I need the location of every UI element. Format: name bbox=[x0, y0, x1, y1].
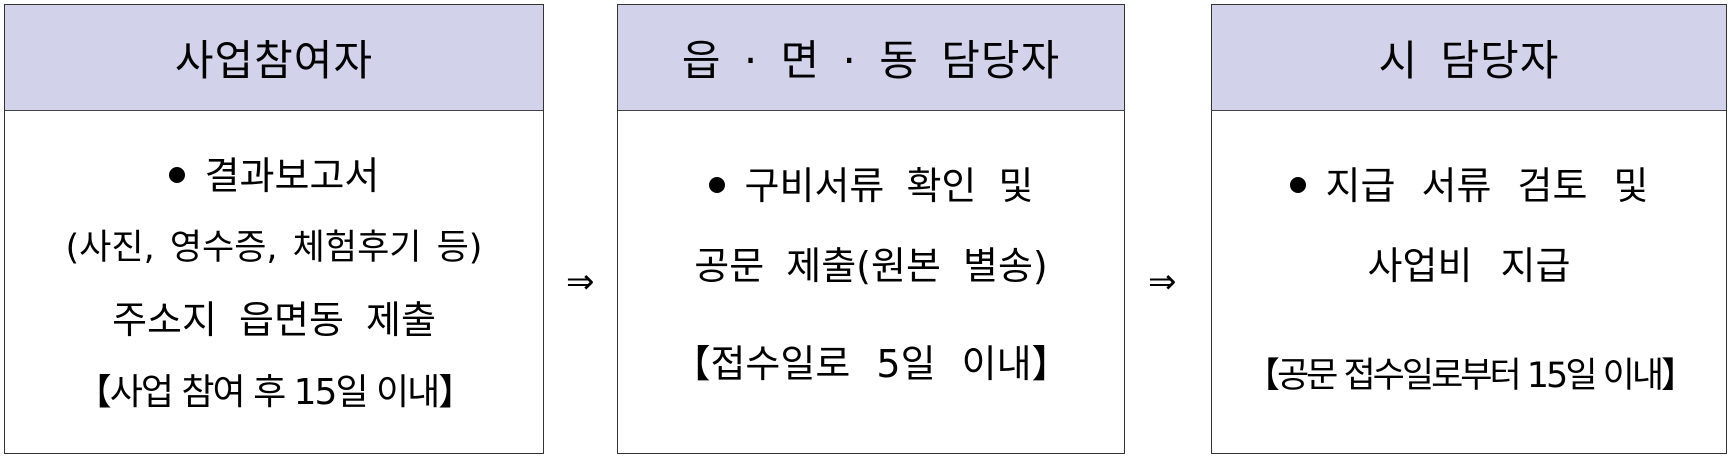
step-deadline: 【접수일로 5일 이내】 bbox=[672, 342, 1070, 386]
step-body-city-officer: 지급 서류 검토 및 사업비 지급 【공문 접수일로부터 15일 이내】 bbox=[1212, 111, 1726, 453]
step-line: 지급 서류 검토 및 bbox=[1212, 155, 1726, 210]
bullet-icon bbox=[708, 176, 725, 193]
step-line: 결과보고서 bbox=[5, 145, 543, 200]
step-line: 구비서류 확인 및 bbox=[618, 155, 1124, 210]
step-line-text: 구비서류 확인 및 bbox=[744, 164, 1034, 208]
step-line: 주소지 읍면동 제출 bbox=[112, 298, 436, 342]
step-line: (사진, 영수증, 체험후기 등) bbox=[65, 228, 483, 268]
step-deadline: 【사업 참여 후 15일 이내】 bbox=[75, 372, 475, 413]
step-header-participant: 사업참여자 bbox=[5, 5, 543, 111]
step-line: 공문 제출(원본 별송) bbox=[694, 244, 1048, 288]
step-body-district-officer: 구비서류 확인 및 공문 제출(원본 별송) 【접수일로 5일 이내】 bbox=[618, 111, 1124, 453]
step-box-district-officer: 읍 · 면 · 동 담당자 구비서류 확인 및 공문 제출(원본 별송) 【접수… bbox=[617, 4, 1125, 454]
step-box-participant: 사업참여자 결과보고서 (사진, 영수증, 체험후기 등) 주소지 읍면동 제출… bbox=[4, 4, 544, 454]
step-header-district-officer: 읍 · 면 · 동 담당자 bbox=[618, 5, 1124, 111]
step-line-text: 결과보고서 bbox=[204, 154, 380, 198]
step-deadline: 【공문 접수일로부터 15일 이내】 bbox=[1244, 356, 1696, 396]
step-header-city-officer: 시 담당자 bbox=[1212, 5, 1726, 111]
step-line-text: 지급 서류 검토 및 bbox=[1325, 164, 1649, 208]
flow-arrow-icon: ⇒ bbox=[566, 262, 595, 302]
step-body-participant: 결과보고서 (사진, 영수증, 체험후기 등) 주소지 읍면동 제출 【사업 참… bbox=[5, 111, 543, 453]
step-box-city-officer: 시 담당자 지급 서류 검토 및 사업비 지급 【공문 접수일로부터 15일 이… bbox=[1211, 4, 1727, 454]
bullet-icon bbox=[168, 166, 185, 183]
step-line: 사업비 지급 bbox=[1367, 244, 1571, 288]
bullet-icon bbox=[1289, 176, 1306, 193]
flow-arrow-icon: ⇒ bbox=[1148, 262, 1177, 302]
